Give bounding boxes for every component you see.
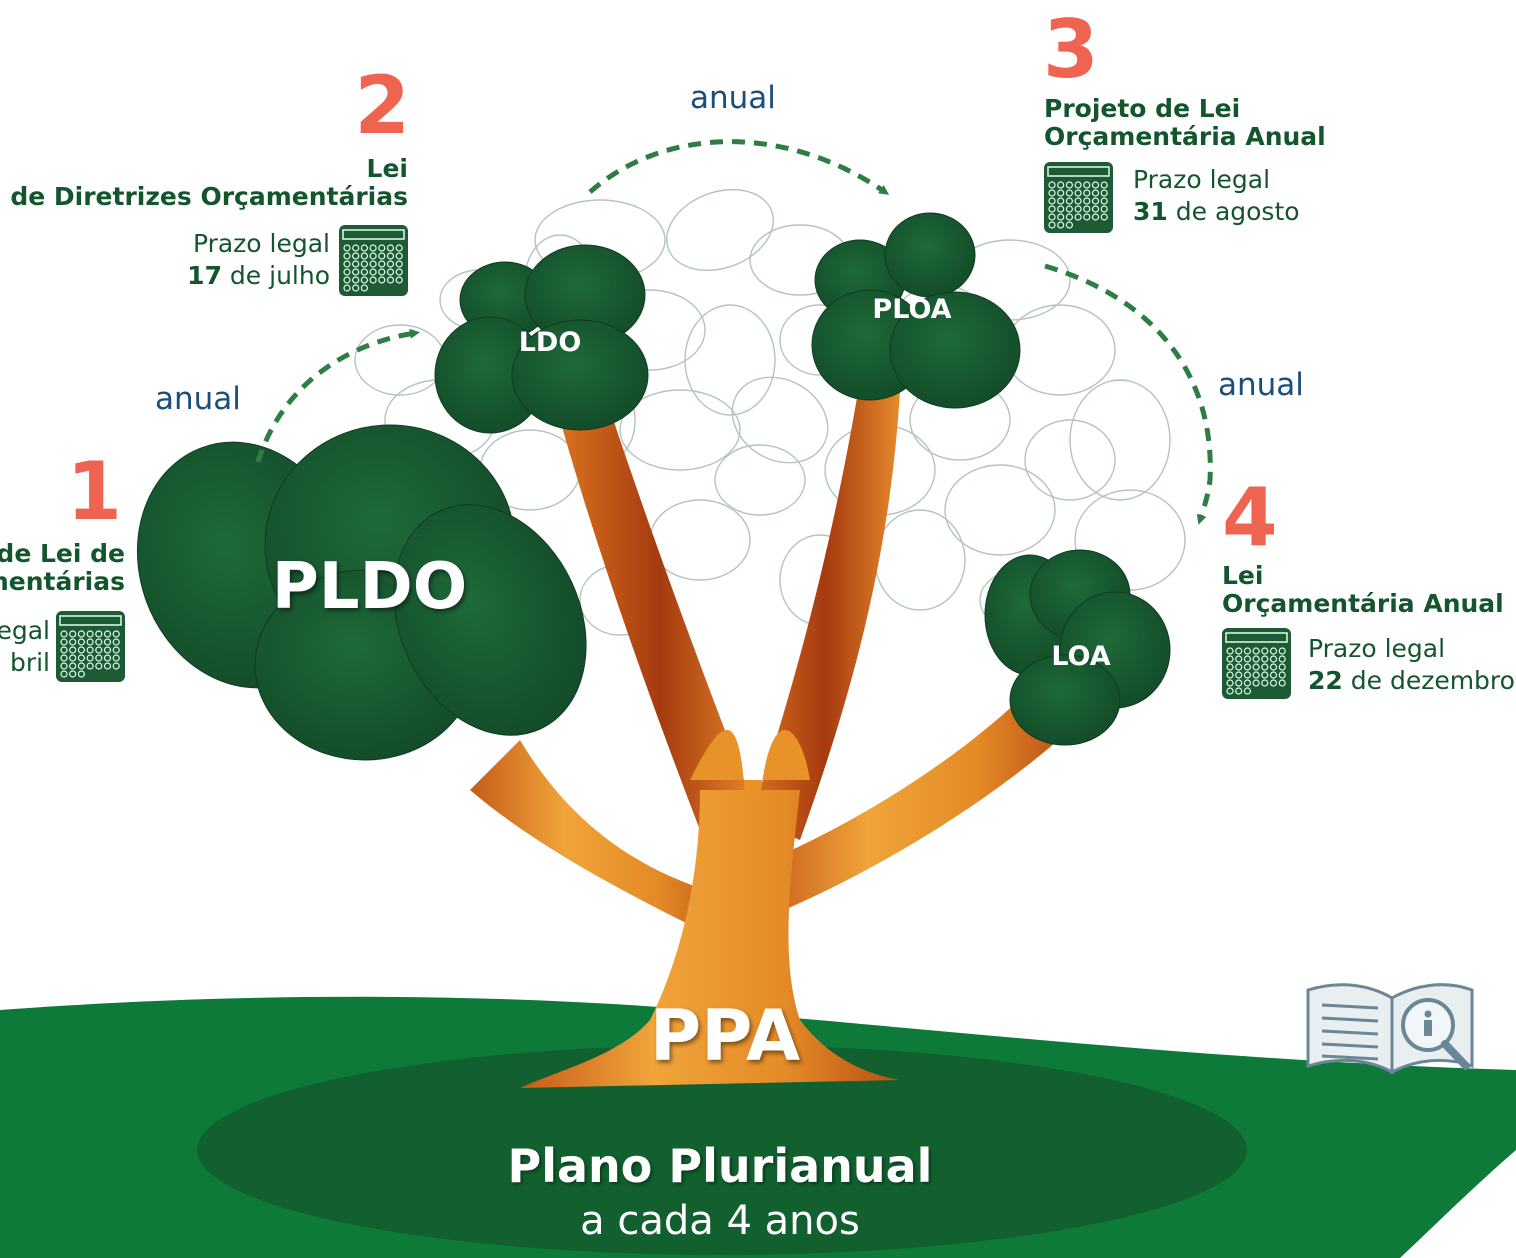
branch-ploa	[750, 380, 900, 840]
step-number-1: 1	[66, 445, 122, 538]
step-title-2-line-1: Lei	[366, 154, 408, 183]
cycle-arrows	[255, 139, 1213, 525]
calendar-icon	[1222, 628, 1291, 699]
step-title-3: Projeto de Lei Orçamentária Anual	[1044, 95, 1326, 151]
frequency-label-2: anual	[690, 80, 776, 116]
step-number-4: 4	[1222, 471, 1278, 564]
node-label-ploa: PLOA	[872, 294, 952, 325]
step-deadline-2: Prazo legal 17 de julho	[140, 228, 330, 292]
step-title-3-line-1: Projeto de Lei	[1044, 94, 1241, 123]
branch-pldo	[470, 740, 740, 950]
branch-ldo	[560, 410, 760, 830]
node-label-ppa: PPA	[649, 995, 801, 1077]
step-deadline-3-label: Prazo legal	[1133, 165, 1271, 194]
step-deadline-3-day: 31	[1133, 197, 1168, 226]
step-title-4-line-2: Orçamentária Anual	[1222, 589, 1504, 618]
node-label-ldo: LDO	[518, 327, 582, 358]
step-deadline-4-month: de dezembro	[1350, 666, 1515, 695]
trunk	[520, 790, 900, 1088]
step-deadline-4: Prazo legal 22 de dezembro	[1308, 633, 1515, 697]
ground-shadow	[197, 1045, 1247, 1255]
frequency-label-3: anual	[1218, 367, 1304, 403]
step-title-3-line-2: Orçamentária Anual	[1044, 122, 1326, 151]
branch-loa	[760, 680, 1070, 920]
frequency-label-1: anual	[155, 381, 241, 417]
step-deadline-3-date: 31 de agosto	[1133, 196, 1300, 228]
step-deadline-4-day: 22	[1308, 666, 1343, 695]
calendar-icon	[1044, 162, 1113, 233]
foliage-pldo	[136, 424, 587, 761]
step-deadline-3: Prazo legal 31 de agosto	[1133, 164, 1300, 228]
step-deadline-2-day: 17	[187, 261, 222, 290]
step-number-2: 2	[354, 59, 410, 152]
node-label-loa: LOA	[1051, 641, 1111, 672]
step-deadline-2-date: 17 de julho	[140, 260, 330, 292]
node-label-pldo: PLDO	[271, 550, 468, 624]
step-deadline-2-label: Prazo legal	[192, 229, 330, 258]
step-deadline-2-month: de julho	[229, 261, 330, 290]
arrow-ploa-to-loa	[1044, 263, 1213, 525]
step-title-2: Lei de Diretrizes Orçamentárias	[0, 155, 408, 211]
footer-title: Plano Plurianual	[507, 1139, 933, 1193]
foliage-ldo	[434, 244, 649, 434]
step-title-4: Lei Orçamentária Anual	[1222, 562, 1504, 618]
step-title-2-line-2: de Diretrizes Orçamentárias	[10, 182, 408, 211]
step-deadline-4-date: 22 de dezembro	[1308, 665, 1515, 697]
step-deadline-1-date: bril	[9, 648, 50, 677]
foliage-loa	[984, 549, 1171, 746]
arrow-pldo-to-ldo	[255, 328, 420, 463]
foliage-ploa	[811, 212, 1021, 409]
step-deadline-1-label: egal	[0, 616, 50, 645]
footer-subtitle: a cada 4 anos	[580, 1198, 860, 1244]
step-title-1-line-2: mentárias	[0, 567, 125, 596]
step-number-3: 3	[1043, 3, 1099, 96]
step-deadline-1: egal bril	[0, 615, 50, 679]
step-title-1: de Lei de mentárias	[0, 540, 125, 596]
info-book-icon	[1306, 983, 1474, 1075]
step-deadline-4-label: Prazo legal	[1308, 634, 1446, 663]
calendar-icon	[56, 611, 125, 682]
arrow-ldo-to-ploa	[588, 139, 890, 195]
step-title-4-line-1: Lei	[1222, 561, 1264, 590]
calendar-icon	[339, 225, 408, 296]
step-title-1-line-1: de Lei de	[0, 539, 125, 568]
step-deadline-3-month: de agosto	[1175, 197, 1300, 226]
